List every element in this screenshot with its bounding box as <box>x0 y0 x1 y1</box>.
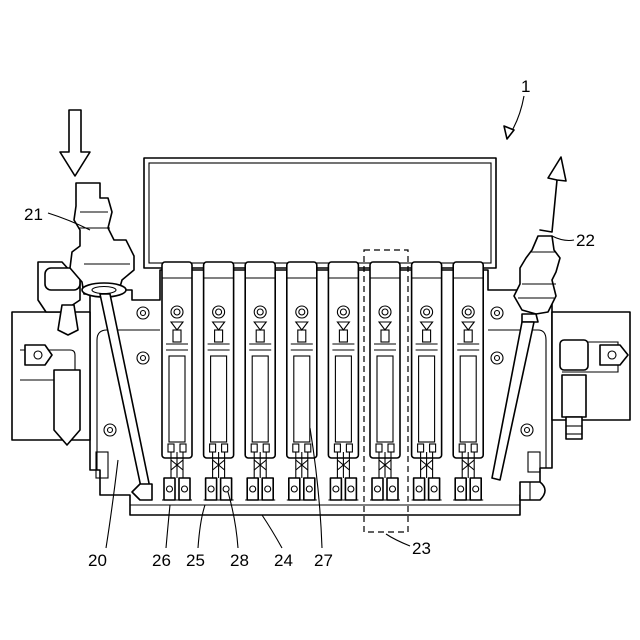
label-part-27: 27 <box>314 551 333 570</box>
label-part-26: 26 <box>152 551 171 570</box>
label-part-25: 25 <box>186 551 205 570</box>
inlet-arrow <box>60 110 90 176</box>
right-side-block <box>552 312 630 439</box>
label-base-body: 20 <box>88 551 107 570</box>
label-part-28: 28 <box>230 551 249 570</box>
outlet-fitting <box>514 236 560 322</box>
label-assembly: 1 <box>521 77 530 96</box>
right-end-cap <box>520 482 545 500</box>
left-side-block <box>12 262 90 445</box>
label-detail-frame: 23 <box>412 539 431 558</box>
label-inlet-port: 21 <box>24 205 43 224</box>
top-cover <box>144 158 496 268</box>
inlet-fitting <box>70 183 134 297</box>
label-outlet-port: 22 <box>576 231 595 250</box>
label-part-24: 24 <box>274 551 293 570</box>
outlet-arrow <box>540 157 566 232</box>
